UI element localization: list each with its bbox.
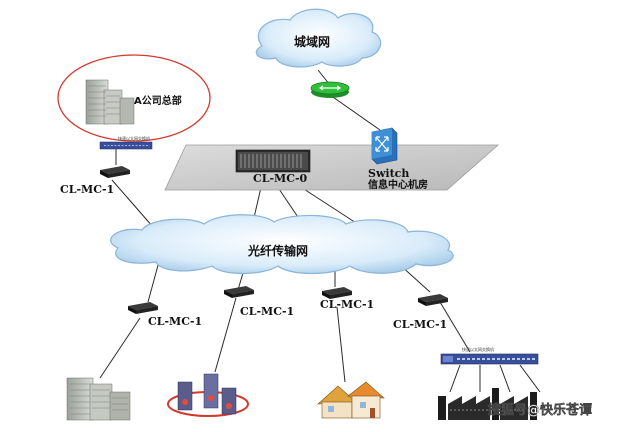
link-router-switch	[329, 94, 381, 131]
house	[317, 381, 385, 419]
media-converter[interactable]	[224, 286, 254, 298]
switch-label: Switch	[368, 167, 409, 180]
hq-label: A公司总部	[134, 94, 182, 107]
wan-label: 城域网	[294, 34, 330, 49]
link-mc2-datacenter	[214, 297, 237, 373]
link-panel-factory-3	[499, 364, 511, 393]
factory	[438, 388, 537, 420]
ethernet-switch-panel[interactable]: 快速以太网交换机	[440, 346, 539, 365]
media-converter[interactable]	[322, 287, 352, 299]
building	[66, 377, 131, 421]
mc3-label: CL-MC-1	[320, 298, 374, 311]
center-mc-label: CL-MC-0	[253, 172, 308, 185]
switch-icon[interactable]	[371, 127, 398, 165]
watermark: 搜狐号@快乐苍谭	[488, 402, 592, 418]
hq-ethernet-switch[interactable]: 快速以太网交换机	[99, 135, 153, 150]
mc1-label: CL-MC-1	[148, 315, 202, 328]
wan-cloud: 城域网	[255, 8, 382, 68]
building	[85, 79, 135, 125]
datacenter-towers	[167, 373, 249, 417]
media-converter[interactable]	[418, 294, 448, 306]
hq-mc-label: CL-MC-1	[60, 183, 114, 196]
link-panel-factory-1	[449, 364, 461, 393]
link-panel-factory-4	[519, 364, 541, 393]
server-chassis[interactable]	[235, 149, 311, 173]
link-mc3-house	[336, 306, 346, 383]
media-converter[interactable]	[128, 302, 158, 314]
link-mc1-building	[99, 317, 141, 379]
mc4-label: CL-MC-1	[393, 318, 447, 331]
router-icon[interactable]	[310, 81, 350, 98]
link-mc4-switch	[439, 301, 471, 353]
hq-site: A公司总部	[57, 54, 211, 142]
media-converter[interactable]	[100, 166, 130, 178]
datacenter-label: 信息中心机房	[368, 178, 428, 191]
fiber-cloud: 光纤传输网	[110, 214, 454, 275]
branch-switch-caption: 快速以太网交换机	[462, 346, 494, 352]
mc2-label: CL-MC-1	[240, 305, 294, 318]
fiber-label: 光纤传输网	[247, 243, 308, 258]
datacenter-platform: 信息中心机房	[164, 144, 500, 191]
hq-switch-caption: 快速以太网交换机	[118, 135, 150, 141]
